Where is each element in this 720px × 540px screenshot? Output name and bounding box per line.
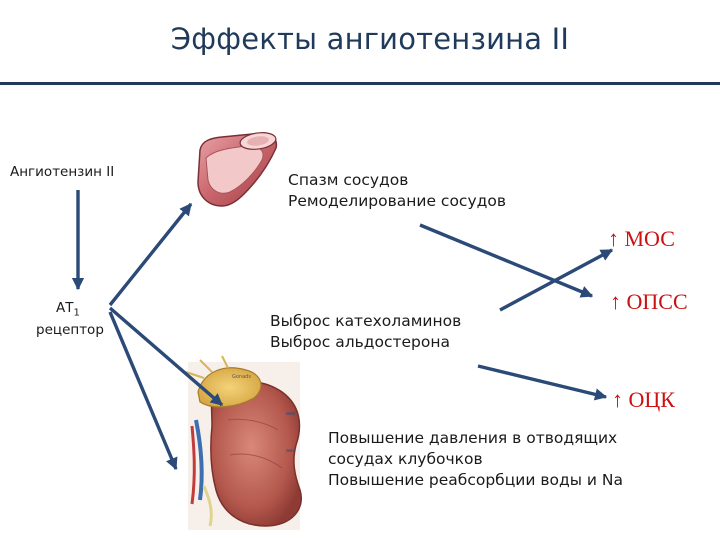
arrow-receptor-to-vessel (108, 202, 193, 307)
node-at1-receptor: АТ1 рецептор (36, 300, 120, 339)
page-title: Эффекты ангиотензина II (170, 22, 570, 56)
vessel-line-2: Ремоделирование сосудов (288, 192, 506, 210)
title-divider (0, 82, 720, 85)
arrow-catechol-to-mos (499, 248, 614, 312)
receptor-word: рецептор (36, 321, 104, 338)
arrow-vessel-to-opss (419, 223, 594, 298)
node-kidney-effects: Повышение давления в отводящих сосудах к… (328, 428, 623, 491)
receptor-subscript: 1 (73, 307, 80, 319)
arrow-receptor-to-kidney (108, 311, 178, 471)
arrow-receptor-to-catechol (108, 306, 224, 407)
node-angiotensin: Ангиотензин II (10, 164, 115, 180)
outcome-opss: ↑ ОПСС (610, 289, 688, 314)
outcome-mos: ↑ МОС (608, 226, 675, 251)
kidney-adrenal-illustration: Gonads aea aea (185, 355, 302, 530)
receptor-main-label: АТ (56, 300, 74, 316)
svg-text:aea: aea (286, 411, 295, 417)
catechol-line-2: Выброс альдостерона (270, 333, 450, 351)
catechol-line-1: Выброс катехоламинов (270, 312, 462, 330)
outcome-otsk: ↑ ОЦК (612, 387, 675, 412)
node-vessel-effects: Спазм сосудов Ремоделирование сосудов (288, 170, 506, 212)
svg-text:aea: aea (286, 448, 295, 454)
blood-vessel-illustration (197, 132, 278, 207)
vessel-line-1: Спазм сосудов (288, 171, 409, 189)
arrow-aldosterone-to-otsk (477, 364, 608, 401)
kidney-line-2: сосудах клубочков (328, 450, 483, 468)
node-hormone-release: Выброс катехоламинов Выброс альдостерона (270, 311, 461, 353)
svg-text:Gonads: Gonads (232, 374, 251, 380)
kidney-line-1: Повышение давления в отводящих (328, 429, 618, 447)
kidney-line-3: Повышение реабсорбции воды и Na (328, 471, 623, 489)
